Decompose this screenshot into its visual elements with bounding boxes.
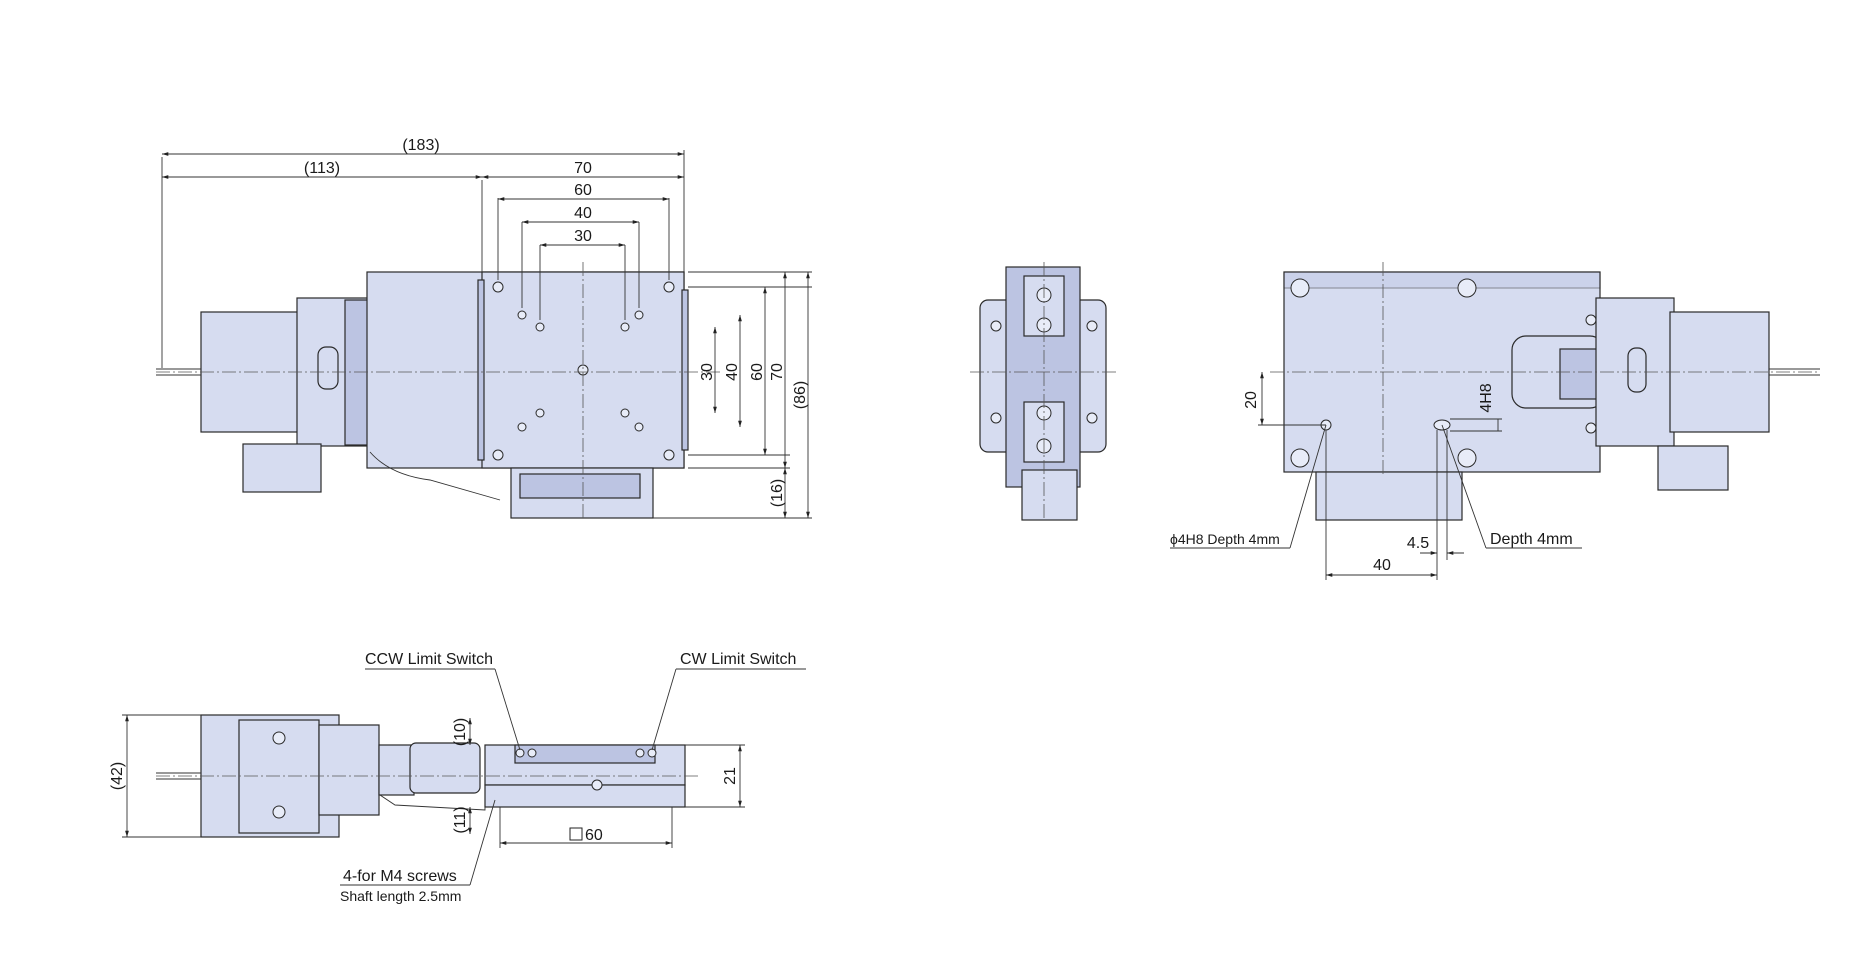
dim-4h8: 4H8 [1478, 383, 1495, 412]
dim-30-v: 30 [699, 363, 716, 381]
dim-86-v: (86) [792, 381, 809, 409]
dim-70-h: 70 [574, 160, 592, 177]
front-view: (183) (113) 70 60 40 30 30 40 60 70 (86)… [156, 137, 812, 520]
dim-60-v: 60 [749, 363, 766, 381]
dim-40-v: 40 [724, 363, 741, 381]
dim-30-h: 30 [574, 228, 592, 245]
rear-view: 20 4H8 40 4.5 ϕ4H8 Depth 4mm Depth 4mm [1170, 262, 1820, 580]
dim-40-rear: 40 [1373, 557, 1391, 574]
dim-113: (113) [304, 160, 340, 177]
label-shaft-length: Shaft length 2.5mm [340, 888, 461, 904]
dim-21: 21 [722, 767, 739, 785]
dim-60-h: 60 [574, 182, 592, 199]
label-slot-depth: Depth 4mm [1490, 531, 1573, 548]
label-m4-screws: 4-for M4 screws [343, 868, 457, 885]
dim-60-square: 60 [585, 827, 603, 844]
dim-4-5: 4.5 [1407, 535, 1429, 552]
dim-16-v: (16) [769, 479, 786, 507]
side-view: (42) 21 (10) (11) 60 CCW Limit Switch CW… [109, 651, 806, 904]
label-cw-limit-switch: CW Limit Switch [680, 651, 796, 668]
dim-11: (11) [452, 806, 469, 833]
label-ccw-limit-switch: CCW Limit Switch [365, 651, 493, 668]
dim-20: 20 [1243, 391, 1260, 409]
dim-42: (42) [109, 762, 126, 790]
dim-40-h: 40 [574, 205, 592, 222]
stage-holes [492, 281, 675, 461]
dim-70-v: 70 [769, 363, 786, 381]
dim-10: (10) [452, 718, 469, 746]
dim-183: (183) [402, 137, 439, 154]
end-view [970, 262, 1118, 521]
label-hole-depth: ϕ4H8 Depth 4mm [1170, 531, 1280, 547]
